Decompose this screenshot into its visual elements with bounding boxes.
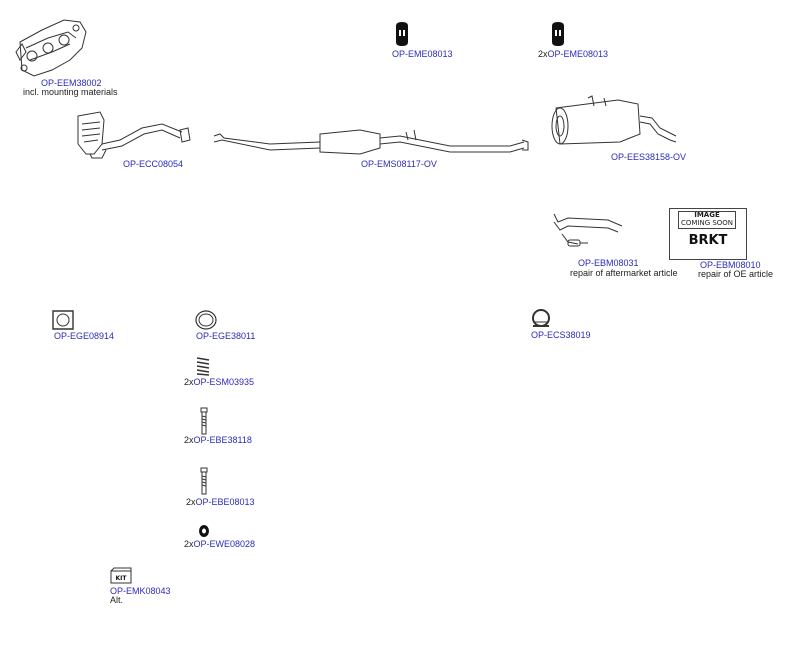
bracket-icon — [548, 210, 628, 254]
placeholder-text: BRKT — [688, 233, 728, 248]
bolt-icon — [199, 408, 209, 434]
part-code[interactable]: OP-ECS38019 — [531, 330, 591, 340]
part-code[interactable]: OP-EME08013 — [547, 49, 609, 59]
part-code[interactable]: OP-EMS08117-OV — [361, 159, 437, 169]
image-placeholder: IMAGE COMING SOON BRKT — [669, 208, 747, 260]
exhaust-manifold-icon — [12, 12, 92, 80]
bolt-icon — [199, 468, 209, 494]
part-code[interactable]: OP-EME08013 — [392, 49, 453, 59]
spring-washer-icon — [199, 525, 209, 537]
part-code[interactable]: OP-EES38158-OV — [611, 152, 687, 162]
part-quantity: 2x — [538, 49, 548, 59]
part-code[interactable]: OP-EGE08914 — [54, 331, 115, 341]
image-line: IMAGE — [694, 211, 720, 219]
part-quantity: 2x — [186, 497, 196, 507]
ring-gasket-icon — [195, 310, 217, 330]
rubber-mount-icon — [396, 22, 408, 46]
coming-soon-line: COMING SOON — [680, 218, 734, 227]
part-quantity: 2x — [184, 377, 194, 387]
part-note: repair of OE article — [698, 269, 774, 279]
part-quantity: 2x — [184, 539, 194, 549]
part-quantity: 2x — [184, 435, 194, 445]
part-code[interactable]: OP-EGE38011 — [196, 331, 256, 341]
kit-box-icon: KIT — [110, 568, 132, 584]
pipe-clamp-icon — [530, 308, 552, 330]
catalytic-converter-icon — [72, 110, 197, 160]
part-code[interactable]: OP-EMK08043 — [110, 586, 171, 596]
part-code[interactable]: OP-EBE38118 — [193, 435, 252, 445]
part-code[interactable]: OP-EBM08010 — [700, 260, 761, 270]
rear-silencer-icon — [548, 94, 680, 152]
square-gasket-icon — [52, 310, 74, 330]
part-code[interactable]: OP-ECC08054 — [123, 159, 184, 169]
part-code[interactable]: OP-EEM38002 — [41, 78, 102, 88]
spring-icon — [196, 356, 210, 376]
middle-silencer-icon — [210, 126, 532, 162]
part-note: incl. mounting materials — [23, 87, 118, 97]
part-note: repair of aftermarket article — [570, 268, 678, 278]
part-code[interactable]: OP-ESM03935 — [193, 377, 255, 387]
part-note: Alt. — [110, 595, 124, 605]
image-coming-soon-badge: IMAGE COMING SOON — [678, 211, 736, 229]
kit-badge-text: KIT — [116, 575, 128, 582]
part-code[interactable]: OP-EBE08013 — [195, 497, 255, 507]
part-code[interactable]: OP-EWE08028 — [193, 539, 256, 549]
part-code[interactable]: OP-EBM08031 — [578, 258, 639, 268]
rubber-mount-icon — [552, 22, 564, 46]
